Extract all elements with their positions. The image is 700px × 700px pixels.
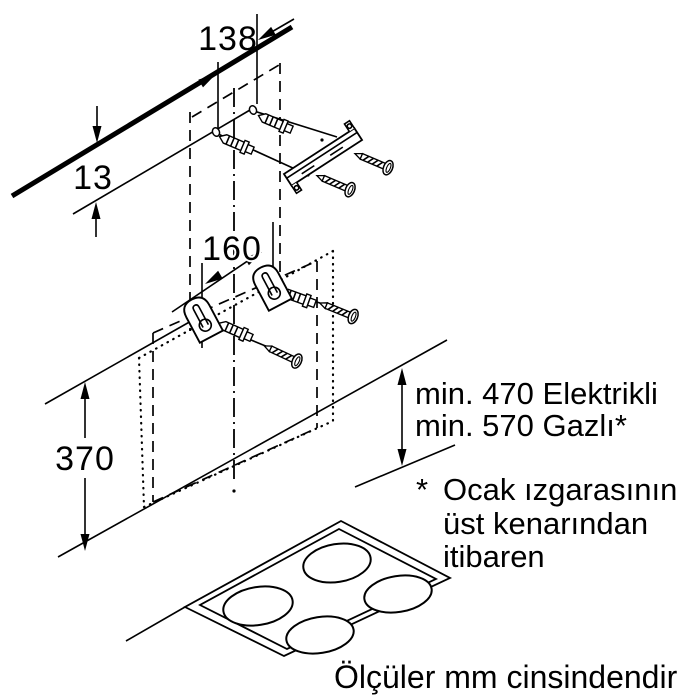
dim-13-label: 13	[73, 159, 113, 197]
cooktop	[183, 519, 453, 657]
wall-diagonal-lower	[57, 339, 448, 558]
dim-clearance	[397, 368, 407, 466]
arrowhead-upright	[198, 74, 216, 88]
drill-hole-right	[248, 104, 258, 116]
burner-right	[363, 574, 433, 614]
drill-offset-line	[72, 109, 251, 215]
chimney-dashed-top	[191, 64, 280, 118]
hob-level-line	[354, 444, 456, 488]
burner-left	[222, 585, 294, 627]
clearance-line-1: min. 470 Elektrikli	[415, 376, 658, 411]
dim-138: 138	[178, 14, 295, 129]
arrowhead-up	[397, 368, 407, 385]
hood-front-outline-dotted	[137, 249, 335, 509]
footnote-line-2: üst kenarından	[443, 506, 648, 541]
footer-units-note: Ölçüler mm cinsindendir	[334, 659, 678, 695]
arrowhead-upright	[244, 252, 262, 266]
arrowhead-downleft	[258, 26, 276, 40]
footnote-line-3: itibaren	[443, 539, 545, 574]
burner-back	[302, 542, 372, 584]
arrowhead-downleft	[205, 270, 223, 284]
mark-dot-1	[320, 138, 324, 142]
arrowhead-up	[91, 202, 101, 219]
arrowhead-down	[80, 534, 90, 551]
footnote-star: *	[416, 472, 428, 507]
dim-160-label: 160	[202, 230, 262, 268]
wall-and-outline-lines	[10, 24, 456, 642]
burner-front	[285, 615, 355, 655]
dim-370-label: 370	[55, 440, 115, 478]
cooktop-inner-border	[198, 527, 439, 651]
footnote-line-1: Ocak ızgarasının	[443, 472, 677, 507]
dim-138-label: 138	[198, 20, 258, 58]
arrowhead-up	[80, 382, 90, 399]
clearance-line-2: min. 570 Gazlı*	[415, 408, 627, 443]
centerline-end-dot	[232, 489, 236, 493]
dim-370: 370	[55, 382, 115, 551]
arrowhead-down	[92, 126, 102, 143]
arrowhead-down	[397, 449, 407, 466]
mounting-rail	[282, 119, 364, 195]
drill-hole-left	[211, 126, 221, 138]
hob-edge-extension	[125, 606, 186, 642]
ceiling-line	[10, 24, 294, 199]
wall-diagonal-upper	[44, 315, 201, 405]
annotation-texts: min. 470 Elektrikli min. 570 Gazlı* * Oc…	[334, 376, 678, 695]
dim-13: 13	[73, 106, 113, 237]
